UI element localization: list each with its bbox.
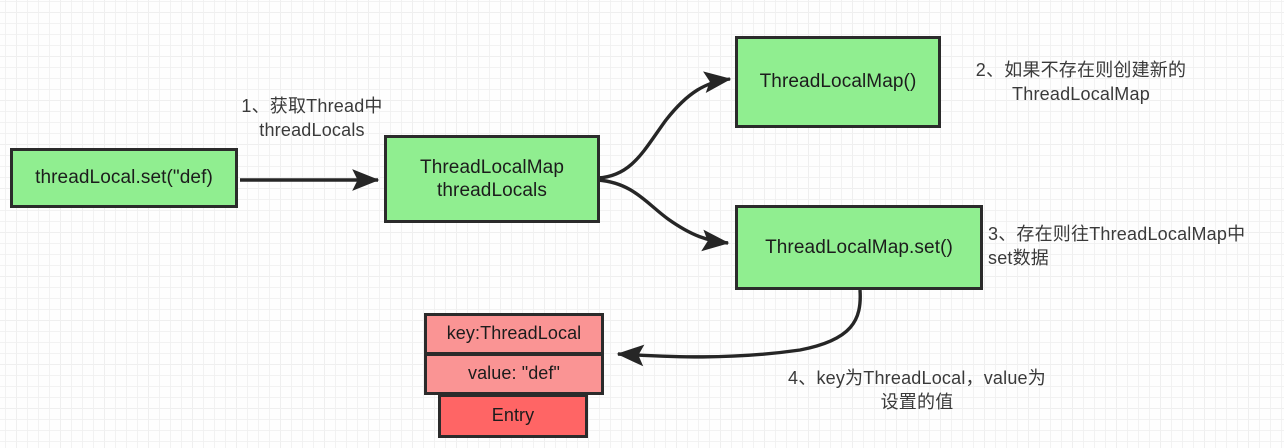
entry-value-row-label: value: "def" — [467, 363, 561, 384]
node-threadlocal-set[interactable]: threadLocal.set("def) — [10, 148, 238, 208]
node-threadlocalmap-threadlocals[interactable]: ThreadLocalMap threadLocals — [384, 135, 600, 223]
node-threadlocalmap-constructor[interactable]: ThreadLocalMap() — [735, 36, 941, 128]
entry-key-row[interactable]: key:ThreadLocal — [424, 313, 604, 355]
entry-key-row-label: key:ThreadLocal — [446, 323, 582, 344]
edge-mapset-to-entry — [616, 289, 862, 367]
annotation-step-3: 3、存在则往ThreadLocalMap中 set数据 — [988, 224, 1246, 269]
annotation-step-2: 2、如果不存在则创建新的 ThreadLocalMap — [975, 60, 1187, 105]
node-threadlocalmap-threadlocals-label: ThreadLocalMap threadLocals — [420, 156, 564, 201]
edge-map-to-ctor — [597, 71, 732, 180]
edge-map-to-mapset — [597, 178, 730, 252]
annotation-step-4: 4、key为ThreadLocal，value为 设置的值 — [788, 368, 1046, 413]
node-threadlocalmap-constructor-label: ThreadLocalMap() — [759, 71, 917, 93]
node-threadlocal-set-label: threadLocal.set("def) — [35, 167, 213, 189]
entry-label-row[interactable]: Entry — [438, 394, 588, 438]
node-threadlocalmap-set[interactable]: ThreadLocalMap.set() — [735, 205, 983, 290]
entry-value-row[interactable]: value: "def" — [424, 353, 604, 395]
annotation-step-1: 1、获取Thread中 threadLocals — [241, 96, 383, 141]
node-threadlocalmap-set-label: ThreadLocalMap.set() — [765, 236, 953, 258]
entry-label-row-label: Entry — [491, 405, 535, 426]
